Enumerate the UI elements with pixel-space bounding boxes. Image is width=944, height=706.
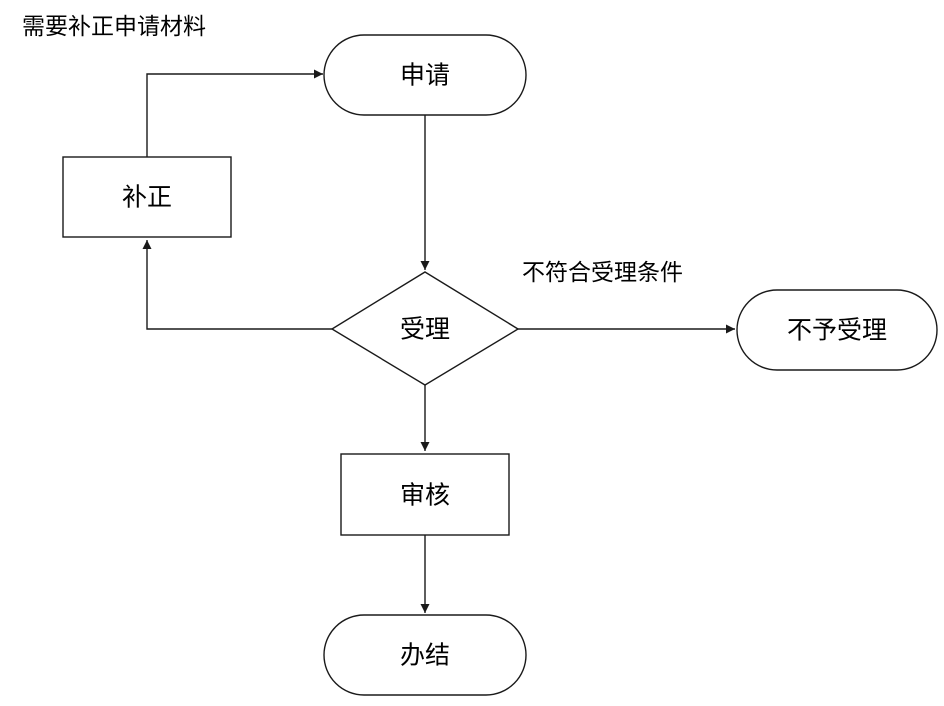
review-process — [340, 453, 510, 536]
apply-terminator — [323, 34, 527, 116]
review-label: 审核 — [400, 481, 450, 510]
accept-decision — [330, 271, 520, 386]
reject-terminator — [736, 289, 938, 371]
accept-label: 受理 — [400, 315, 450, 344]
edge-supplement-to-apply — [146, 69, 323, 157]
supplement-note: 需要补正申请材料 — [22, 14, 206, 40]
supplement-label: 补正 — [122, 183, 172, 212]
apply-label: 申请 — [400, 61, 450, 90]
reject-label: 不予受理 — [787, 316, 887, 345]
complete-terminator — [323, 614, 527, 696]
edge-accept-to-supplement — [142, 240, 332, 330]
supplement-process — [62, 156, 232, 238]
complete-label: 办结 — [400, 641, 450, 670]
not-eligible-note: 不符合受理条件 — [522, 260, 683, 286]
